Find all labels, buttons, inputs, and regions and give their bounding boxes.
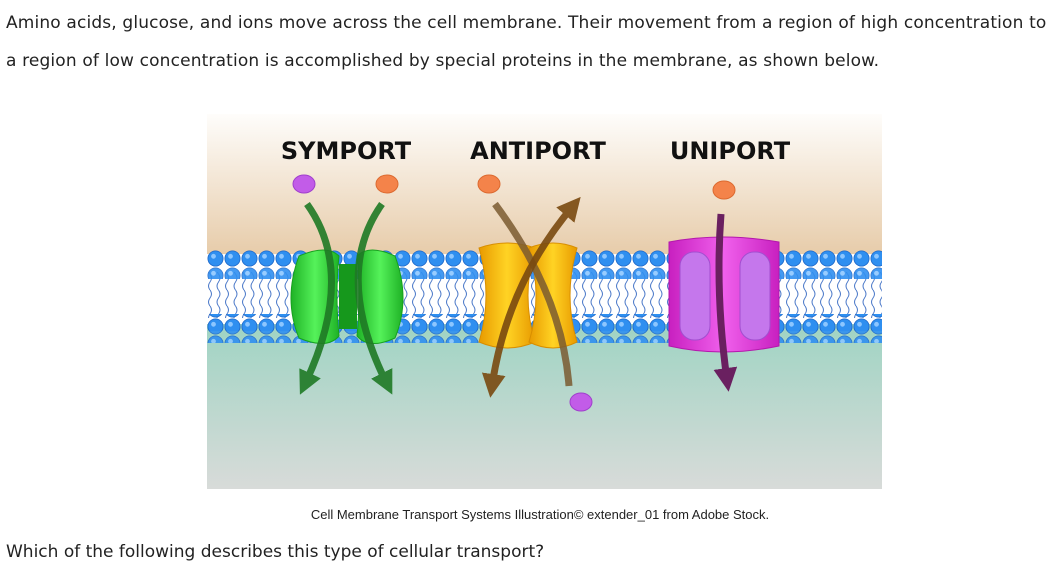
symport-purple-particle [292,174,316,194]
symport-label: SYMPORT [281,137,412,165]
symport-protein [290,249,404,344]
symport-arrows [299,201,393,395]
uniport-orange-particle [712,180,736,200]
intracellular-background [207,324,882,489]
antiport-purple-particle [569,392,593,412]
intro-paragraph: Amino acids, glucose, and ions move acro… [6,13,1047,71]
membrane-transport-figure: SYMPORT ANTIPORT UNIPORT [207,114,882,489]
uniport-protein [668,236,780,353]
uniport-label: UNIPORT [670,137,791,165]
question-text: Which of the following describes this ty… [6,542,545,562]
antiport-arrows [481,196,581,398]
figure-caption: Cell Membrane Transport Systems Illustra… [310,507,770,522]
uniport-arrow [713,213,738,392]
antiport-label: ANTIPORT [470,137,606,165]
symport-orange-particle [375,174,399,194]
antiport-orange-particle [477,174,501,194]
